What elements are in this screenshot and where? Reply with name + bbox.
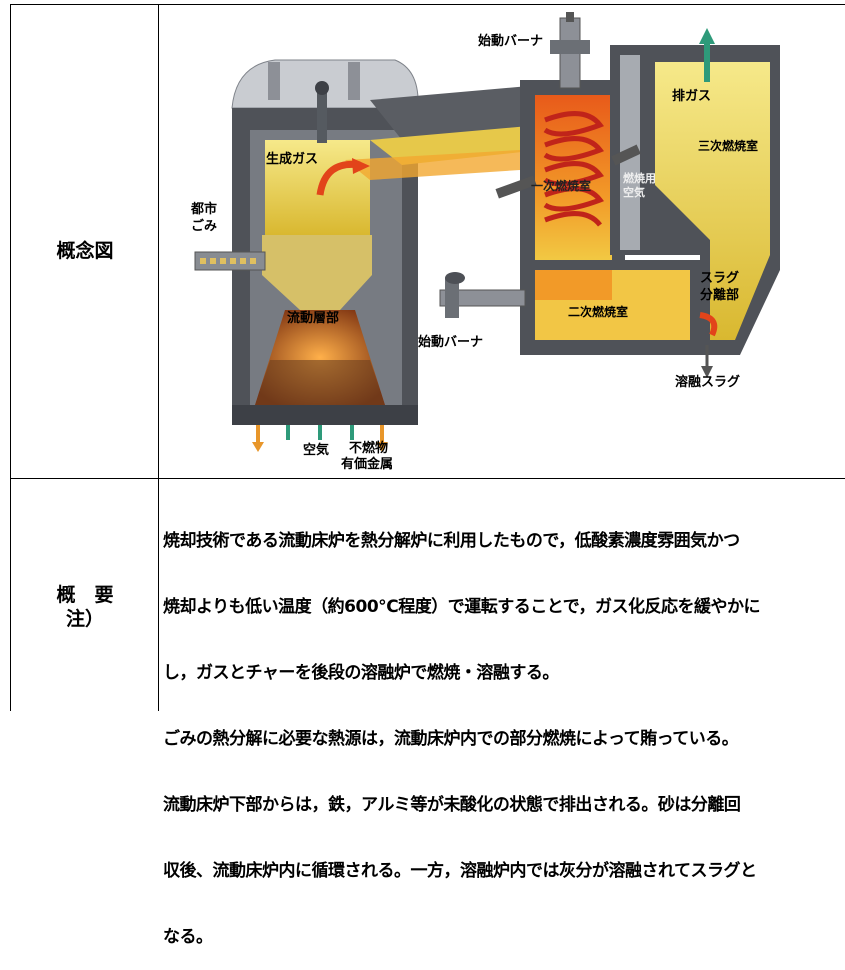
row-label-note: 注） bbox=[65, 608, 104, 630]
label-slag-separator-1: スラグ bbox=[700, 270, 739, 286]
combustion-air-nozzle bbox=[611, 144, 641, 166]
summary-line: 収後、流動床炉内に循環される。一方，溶融炉内では灰分が溶融されてスラグと bbox=[163, 861, 757, 881]
label-municipal-waste-2: ごみ bbox=[191, 218, 217, 234]
label-exhaust-gas: 排ガス bbox=[672, 88, 711, 104]
summary-line: 焼却技術である流動床炉を熱分解炉に利用したもので，低酸素濃度雰囲気かつ bbox=[163, 531, 740, 551]
label-tertiary-chamber: 三次燃焼室 bbox=[698, 138, 758, 153]
label-primary-chamber: 一次燃焼室 bbox=[531, 178, 591, 193]
summary-text: 焼却技術である流動床炉を熱分解炉に利用したもので，低酸素濃度雰囲気かつ 焼却より… bbox=[163, 486, 845, 970]
gas-pipe bbox=[317, 88, 327, 143]
gasification-melting-furnace-diagram: 始動バーナ 排ガス 三次燃焼室 生成ガス 一次燃焼室 燃焼用 空気 都市 ごみ … bbox=[190, 12, 780, 472]
label-molten-slag: 溶融スラグ bbox=[675, 374, 740, 390]
label-generated-gas: 生成ガス bbox=[266, 151, 318, 167]
label-fluidized-bed: 流動層部 bbox=[287, 310, 339, 326]
summary-line: ごみの熱分解に必要な熱源は，流動床炉内での部分燃焼によって賄っている。 bbox=[163, 729, 739, 749]
row-label-summary: 概 要 bbox=[56, 584, 114, 606]
furnace-base bbox=[232, 405, 418, 425]
label-noncombustible-1: 不燃物 bbox=[349, 440, 388, 456]
label-municipal-waste-1: 都市 bbox=[190, 201, 217, 217]
fluidized-furnace-funnel bbox=[262, 235, 372, 310]
label-startup-burner-bottom: 始動バーナ bbox=[418, 334, 483, 350]
table-left-border bbox=[10, 4, 11, 711]
startup-burner-top bbox=[550, 12, 590, 89]
table-top-border bbox=[10, 4, 845, 5]
table-row-divider bbox=[10, 478, 845, 479]
row-label-concept-diagram: 概念図 bbox=[56, 240, 114, 262]
table-column-divider bbox=[158, 4, 159, 711]
label-noncombustible-2: 有価金属 bbox=[341, 456, 393, 472]
label-slag-separator-2: 分離部 bbox=[700, 287, 739, 303]
summary-line: 流動床炉下部からは，鉄，アルミ等が未酸化の状態で排出される。砂は分離回 bbox=[163, 795, 741, 815]
summary-line: 焼却よりも低い温度（約600℃程度）で運転することで，ガス化反応を緩やかに bbox=[163, 597, 761, 617]
tertiary-combustion-chamber bbox=[610, 45, 780, 355]
combustion-air-nozzle-left bbox=[495, 175, 537, 199]
label-startup-burner-top: 始動バーナ bbox=[478, 33, 543, 49]
label-air: 空気 bbox=[303, 442, 329, 458]
label-secondary-chamber: 二次燃焼室 bbox=[568, 304, 628, 319]
summary-line: なる。 bbox=[163, 927, 213, 947]
summary-line: し，ガスとチャーを後段の溶融炉で燃焼・溶融する。 bbox=[163, 663, 559, 683]
label-combustion-air-2: 空気 bbox=[623, 185, 645, 199]
waste-feeder bbox=[194, 251, 266, 271]
primary-combustion-chamber bbox=[520, 80, 625, 270]
startup-burner-bottom bbox=[439, 272, 526, 318]
connecting-duct bbox=[370, 85, 540, 140]
secondary-combustion-chamber bbox=[520, 260, 700, 355]
label-combustion-air-1: 燃焼用 bbox=[622, 171, 656, 185]
